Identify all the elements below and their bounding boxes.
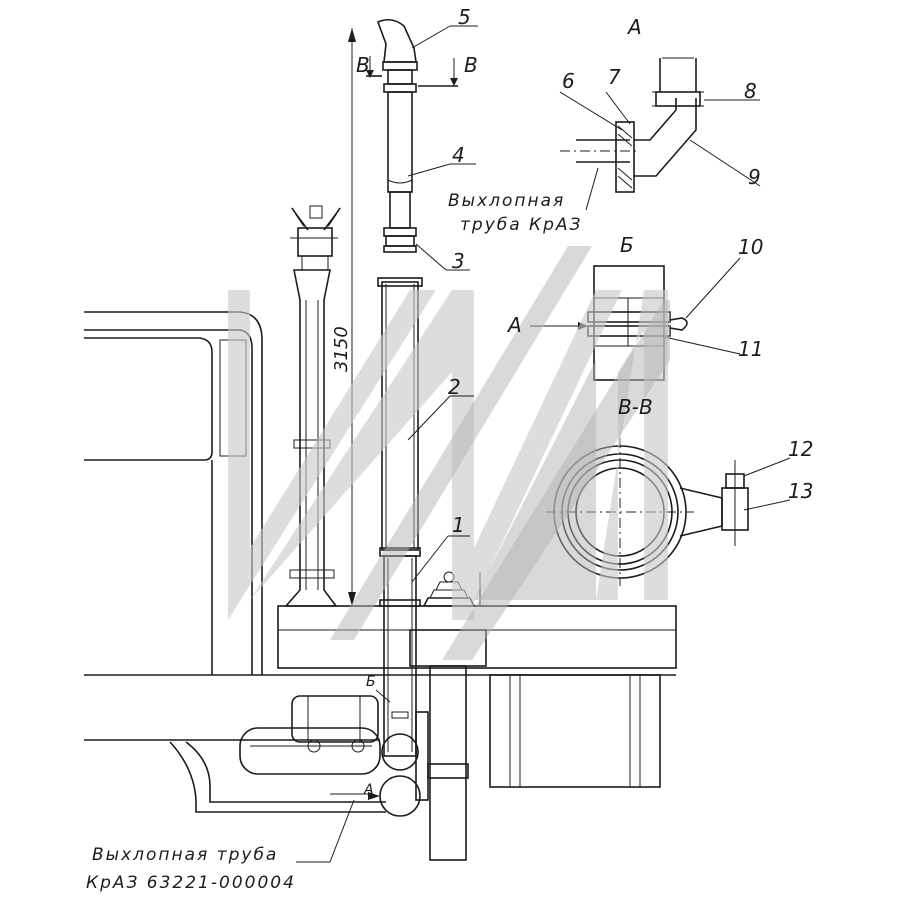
labels: 5 4 3 2 1 В В А 6 7 8 9 Выхлопная труба … xyxy=(86,5,813,893)
view-b-title: Б xyxy=(620,233,634,257)
callout-7: 7 xyxy=(608,65,621,89)
watermark-logo xyxy=(228,246,670,660)
section-bb-title: В-В xyxy=(618,395,653,419)
callout-9: 9 xyxy=(748,165,761,189)
caption-kraz-top-line2: труба КрАЗ xyxy=(460,215,582,235)
height-dimension: 3150 xyxy=(331,28,356,606)
caption-bottom-line2: КрАЗ 63221-000004 xyxy=(86,873,296,893)
callout-leaders xyxy=(296,25,478,863)
arrow-a-label: А xyxy=(506,313,522,337)
callout-1: 1 xyxy=(452,513,465,537)
callout-12: 12 xyxy=(788,437,813,461)
dimension-value: 3150 xyxy=(331,326,352,372)
section-mark-right: В xyxy=(464,53,478,77)
callout-3: 3 xyxy=(452,249,465,273)
callout-5: 5 xyxy=(458,5,471,29)
mark-a-lower: А xyxy=(363,782,374,798)
callout-8: 8 xyxy=(744,79,757,103)
view-a-title: А xyxy=(626,15,642,39)
detail-view-a xyxy=(559,57,761,211)
mark-b-lower: Б xyxy=(366,674,376,690)
section-mark-left: В xyxy=(356,53,370,77)
lower-assembly xyxy=(169,695,386,813)
callout-4: 4 xyxy=(452,143,465,167)
callout-11: 11 xyxy=(738,337,763,361)
callout-13: 13 xyxy=(788,479,813,503)
truck-frame xyxy=(84,571,677,861)
callout-10: 10 xyxy=(738,235,763,259)
caption-kraz-top-line1: Выхлопная xyxy=(448,191,565,211)
callout-2: 2 xyxy=(448,375,461,399)
callout-6: 6 xyxy=(562,69,575,93)
caption-bottom-line1: Выхлопная труба xyxy=(92,845,278,865)
